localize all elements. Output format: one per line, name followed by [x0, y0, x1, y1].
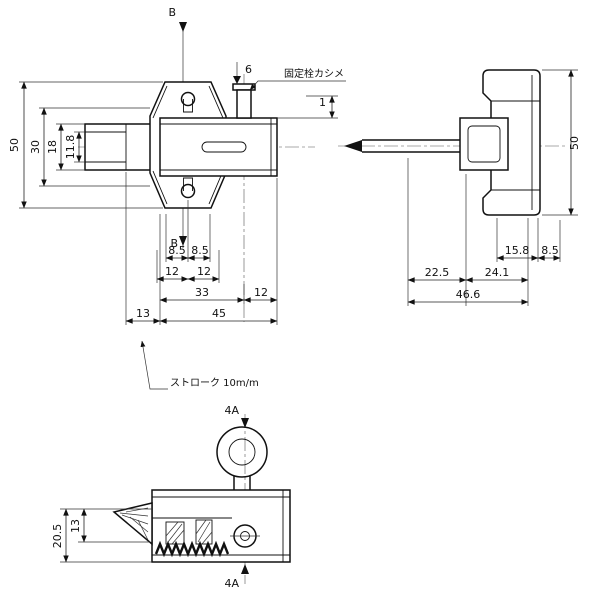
dim-46-6: 46.6: [456, 288, 481, 301]
dim-1: 1: [319, 96, 326, 109]
housing-section-inner: [467, 125, 501, 163]
dim-18: 18: [46, 140, 59, 154]
screw-hole-top: [180, 91, 196, 107]
front-view: B B 6 固定栓カシメ: [8, 6, 346, 390]
hook-ring-inner: [228, 438, 256, 466]
housing-front: [159, 117, 278, 177]
spring: [154, 540, 230, 558]
section-arrow-a-bottom: [241, 564, 249, 574]
bolt-tip: [344, 140, 362, 152]
dim-side-8-5: 8.5: [541, 244, 559, 257]
dim-12-right: 12: [197, 265, 211, 278]
dim-30: 30: [29, 140, 42, 154]
dim-knob-6: 6: [245, 63, 252, 76]
note-stroke: ストローク 10m/m: [170, 377, 259, 389]
dim-height-50: 50: [8, 138, 21, 152]
bottom-view: 4A 4A: [51, 404, 291, 590]
hook-ring-outer: [216, 426, 268, 478]
dim-12-c: 12: [254, 286, 268, 299]
dim-15-8: 15.8: [505, 244, 530, 257]
screw-hole-bottom: [180, 183, 196, 199]
knob-flange: [232, 83, 256, 91]
knob-stem: [236, 89, 252, 119]
dim-33: 33: [195, 286, 209, 299]
section-label-a-top: 4A: [224, 404, 239, 417]
dim-11-8: 11.8: [64, 135, 77, 160]
section-label-b-top: B: [168, 6, 176, 19]
section-label-a-bottom: 4A: [224, 577, 239, 590]
section-arrow-b-bottom: [179, 236, 187, 246]
section-label-b-bottom: B: [170, 237, 178, 250]
dim-8-5-right: 8.5: [191, 244, 209, 257]
bolt-front: [84, 123, 161, 171]
dim-24-1: 24.1: [485, 266, 510, 279]
fixing-note-leader: [249, 80, 346, 91]
dim-8-5-left: 8.5: [168, 244, 186, 257]
knob-dim-arrow: [233, 76, 241, 84]
dim-13: 13: [136, 307, 150, 320]
section-arrow-a-top: [241, 418, 249, 428]
dim-20-5: 20.5: [51, 524, 64, 549]
dim-45: 45: [212, 307, 226, 320]
note-fixing-pin: 固定栓カシメ: [284, 67, 344, 80]
section-arrow-b-top: [179, 22, 187, 32]
dim-bottom-13: 13: [69, 519, 82, 533]
stroke-note-leader: [140, 340, 168, 390]
dim-22-5: 22.5: [425, 266, 450, 279]
dim-side-50: 50: [568, 136, 581, 150]
body-profile: [482, 69, 541, 216]
dim-12-left: 12: [165, 265, 179, 278]
side-view: 50 15.8 8.5 22.5 24.1 46.6: [338, 69, 581, 306]
slide-slot: [201, 141, 247, 153]
